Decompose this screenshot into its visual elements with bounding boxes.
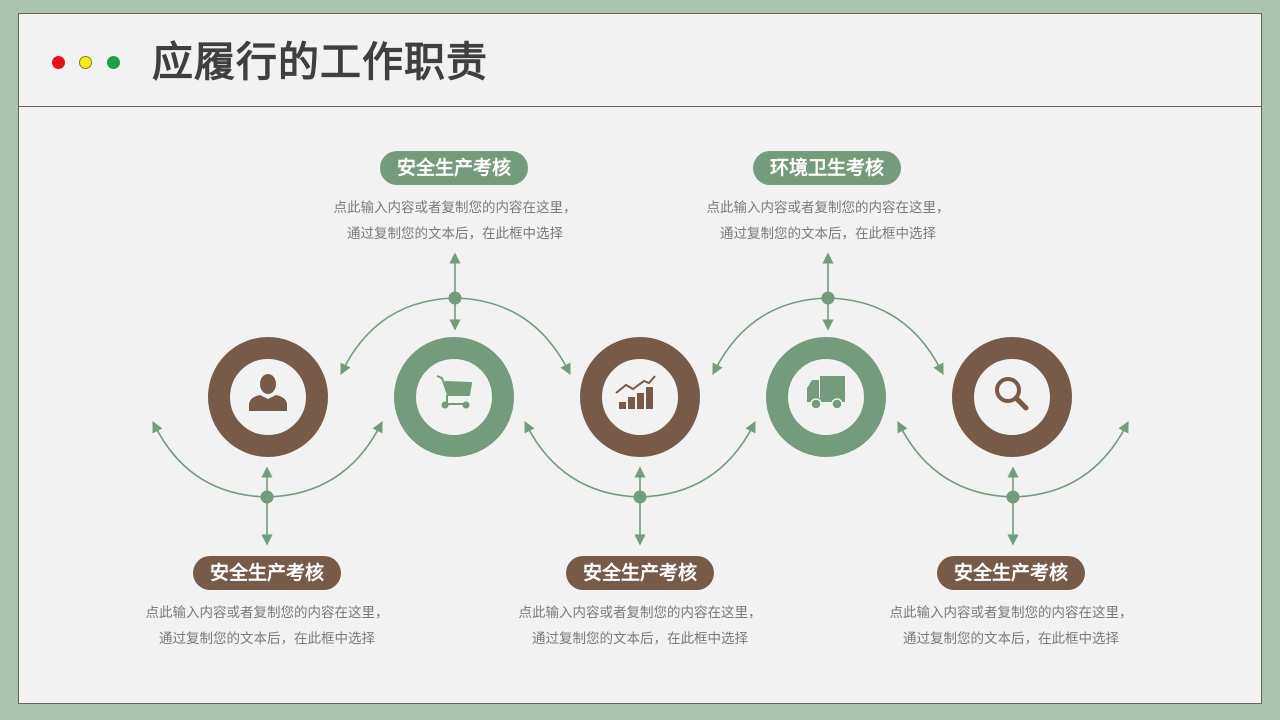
item-title-pill: 安全生产考核 — [380, 151, 528, 185]
top-connector-1 — [340, 252, 571, 376]
user-icon — [249, 374, 287, 411]
node-3-chart — [580, 337, 700, 457]
item-description: 点此输入内容或者复制您的内容在这里， 通过复制您的文本后，在此框中选择 — [889, 605, 1133, 647]
item-description: 点此输入内容或者复制您的内容在这里， 通过复制您的文本后，在此框中选择 — [145, 605, 389, 647]
node-5-search — [952, 337, 1072, 457]
search-icon — [995, 377, 1029, 411]
green-dot-icon — [107, 56, 120, 69]
node-4-truck — [766, 337, 886, 457]
bottom-connector-2 — [524, 421, 756, 546]
growth-chart-icon — [615, 375, 656, 409]
yellow-dot-icon — [79, 56, 92, 69]
node-1-user — [208, 337, 328, 457]
item-description: 点此输入内容或者复制您的内容在这里， 通过复制您的文本后，在此框中选择 — [518, 605, 762, 647]
item-description: 点此输入内容或者复制您的内容在这里， 通过复制您的文本后，在此框中选择 — [706, 200, 950, 242]
red-dot-icon — [52, 56, 65, 69]
shopping-cart-icon — [436, 375, 472, 409]
node-2-cart — [394, 337, 514, 457]
item-description: 点此输入内容或者复制您的内容在这里， 通过复制您的文本后，在此框中选择 — [333, 200, 577, 242]
item-title-pill: 安全生产考核 — [566, 556, 714, 590]
header-divider — [19, 106, 1261, 107]
item-title-pill: 环境卫生考核 — [753, 151, 901, 185]
truck-icon — [807, 376, 845, 410]
item-title-pill: 安全生产考核 — [193, 556, 341, 590]
item-title-pill: 安全生产考核 — [937, 556, 1085, 590]
page-title: 应履行的工作职责 — [152, 38, 488, 86]
